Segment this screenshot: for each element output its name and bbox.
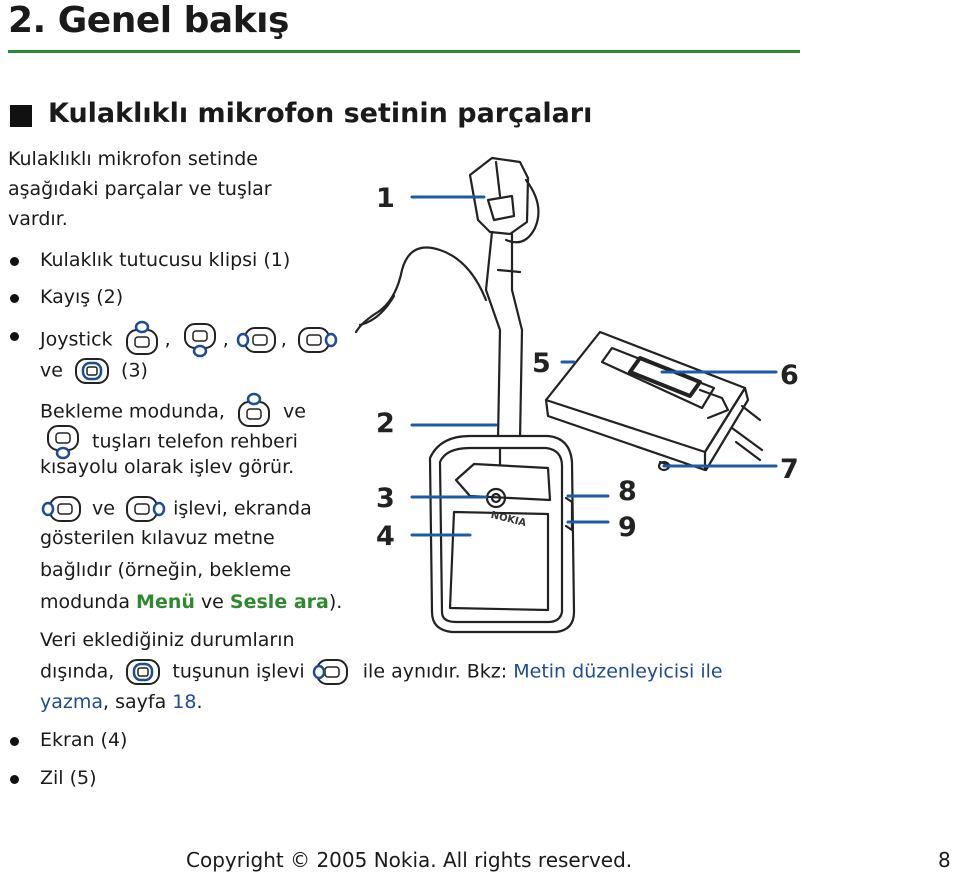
intro-line-3: vardır. <box>8 208 68 230</box>
para2-line3: bağlıdır (örneğin, bekleme <box>40 559 292 581</box>
callout-1: 1 <box>376 183 395 214</box>
callout-4: 4 <box>376 521 395 552</box>
para1-line2: tuşları telefon rehberi <box>40 422 298 462</box>
joystick-down-icon <box>183 323 216 358</box>
joystick-down-icon <box>47 425 79 460</box>
para3-end: . <box>196 691 203 713</box>
intro-line-2: aşağıdaki parçalar ve tuşlar <box>8 178 272 200</box>
sesle-ara-term: Sesle ara <box>229 591 329 613</box>
yazma-link[interactable]: yazma <box>40 691 104 713</box>
page-ref-link[interactable]: 18 <box>172 691 197 713</box>
joystick-label: Joystick <box>40 328 113 351</box>
para3-text: ile aynıdır. Bkz: <box>362 660 508 683</box>
joystick-left-icon <box>236 327 276 353</box>
callout-9: 9 <box>618 512 637 543</box>
callout-6: 6 <box>780 360 799 391</box>
joystick-press-icon <box>126 659 161 685</box>
joystick-number: (3) <box>121 359 148 382</box>
callout-3: 3 <box>376 483 395 514</box>
section-title: Kulaklıklı mikrofon setinin parçaları <box>48 98 593 129</box>
para2-line1: ve işlevi, ekranda <box>40 492 312 526</box>
joystick-right-icon <box>297 327 338 353</box>
para2-line2: gösterilen kılavuz metne <box>40 527 275 549</box>
callout-5: 5 <box>532 348 551 379</box>
bullet-dot <box>10 775 19 784</box>
chapter-title: 2. Genel bakış <box>8 0 289 41</box>
para3-line2: dışında, tuşunun işlevi ile aynıdır. Bkz… <box>40 655 723 689</box>
para3-line1: Veri eklediğiniz durumların <box>40 629 295 651</box>
joystick-up-icon <box>125 320 158 355</box>
bullet-dot <box>10 332 19 341</box>
joystick-left-icon <box>41 496 81 522</box>
para2-text: işlevi, ekranda <box>173 497 312 520</box>
para1-ve: ve <box>283 400 306 423</box>
bullet-joystick: Joystick , , , <box>40 320 339 360</box>
para3-text: tuşunun işlevi <box>172 660 305 683</box>
intro-line-1: Kulaklıklı mikrofon setinde <box>8 148 258 170</box>
para3-text: , sayfa <box>103 691 167 713</box>
callout-7: 7 <box>780 454 799 485</box>
bullet-display: Ekran (4) <box>40 729 128 751</box>
bullet-dot <box>10 257 19 266</box>
para1-text: Bekleme modunda, <box>40 400 225 423</box>
para3-text: dışında, <box>40 660 115 683</box>
para2-line4: modunda Menü ve Sesle ara). <box>40 587 342 618</box>
bullet-dot <box>10 737 19 746</box>
metin-duzenleyicisi-link[interactable]: Metin düzenleyicisi ile <box>513 660 723 683</box>
bullet-ringer: Zil (5) <box>40 767 97 789</box>
page-number: 8 <box>938 848 951 872</box>
bullet-strap: Kayış (2) <box>40 286 124 308</box>
ve-label: ve <box>40 359 63 382</box>
para1-line1: Bekleme modunda, ve <box>40 392 306 432</box>
copyright-footer: Copyright © 2005 Nokia. All rights reser… <box>186 848 633 872</box>
callout-2: 2 <box>376 408 395 439</box>
menu-term: Menü <box>136 591 195 613</box>
joystick-press-icon <box>74 358 109 384</box>
bullet-clip: Kulaklık tutucusu klipsi (1) <box>40 249 291 271</box>
joystick-right-icon <box>312 659 348 685</box>
headset-illustration: NOKIA 1 2 3 4 5 6 7 8 9 <box>354 156 799 634</box>
para3-line3: yazma, sayfa 18. <box>40 687 203 718</box>
para2-text: modunda <box>40 591 130 613</box>
joystick-up-icon <box>238 392 270 427</box>
bullet-joystick-cont: ve (3) <box>40 354 148 388</box>
para2-ve: ve <box>92 497 115 520</box>
callout-8: 8 <box>618 476 637 507</box>
section-square-icon <box>10 105 32 127</box>
para2-ve: ve <box>200 591 224 613</box>
para1-line3: kısayolu olarak işlev görür. <box>40 456 295 478</box>
bullet-dot <box>10 294 19 303</box>
para1-text: tuşları telefon rehberi <box>92 430 298 453</box>
para2-end: ). <box>328 591 343 613</box>
chapter-rule <box>8 50 800 53</box>
joystick-right-icon <box>126 496 166 522</box>
